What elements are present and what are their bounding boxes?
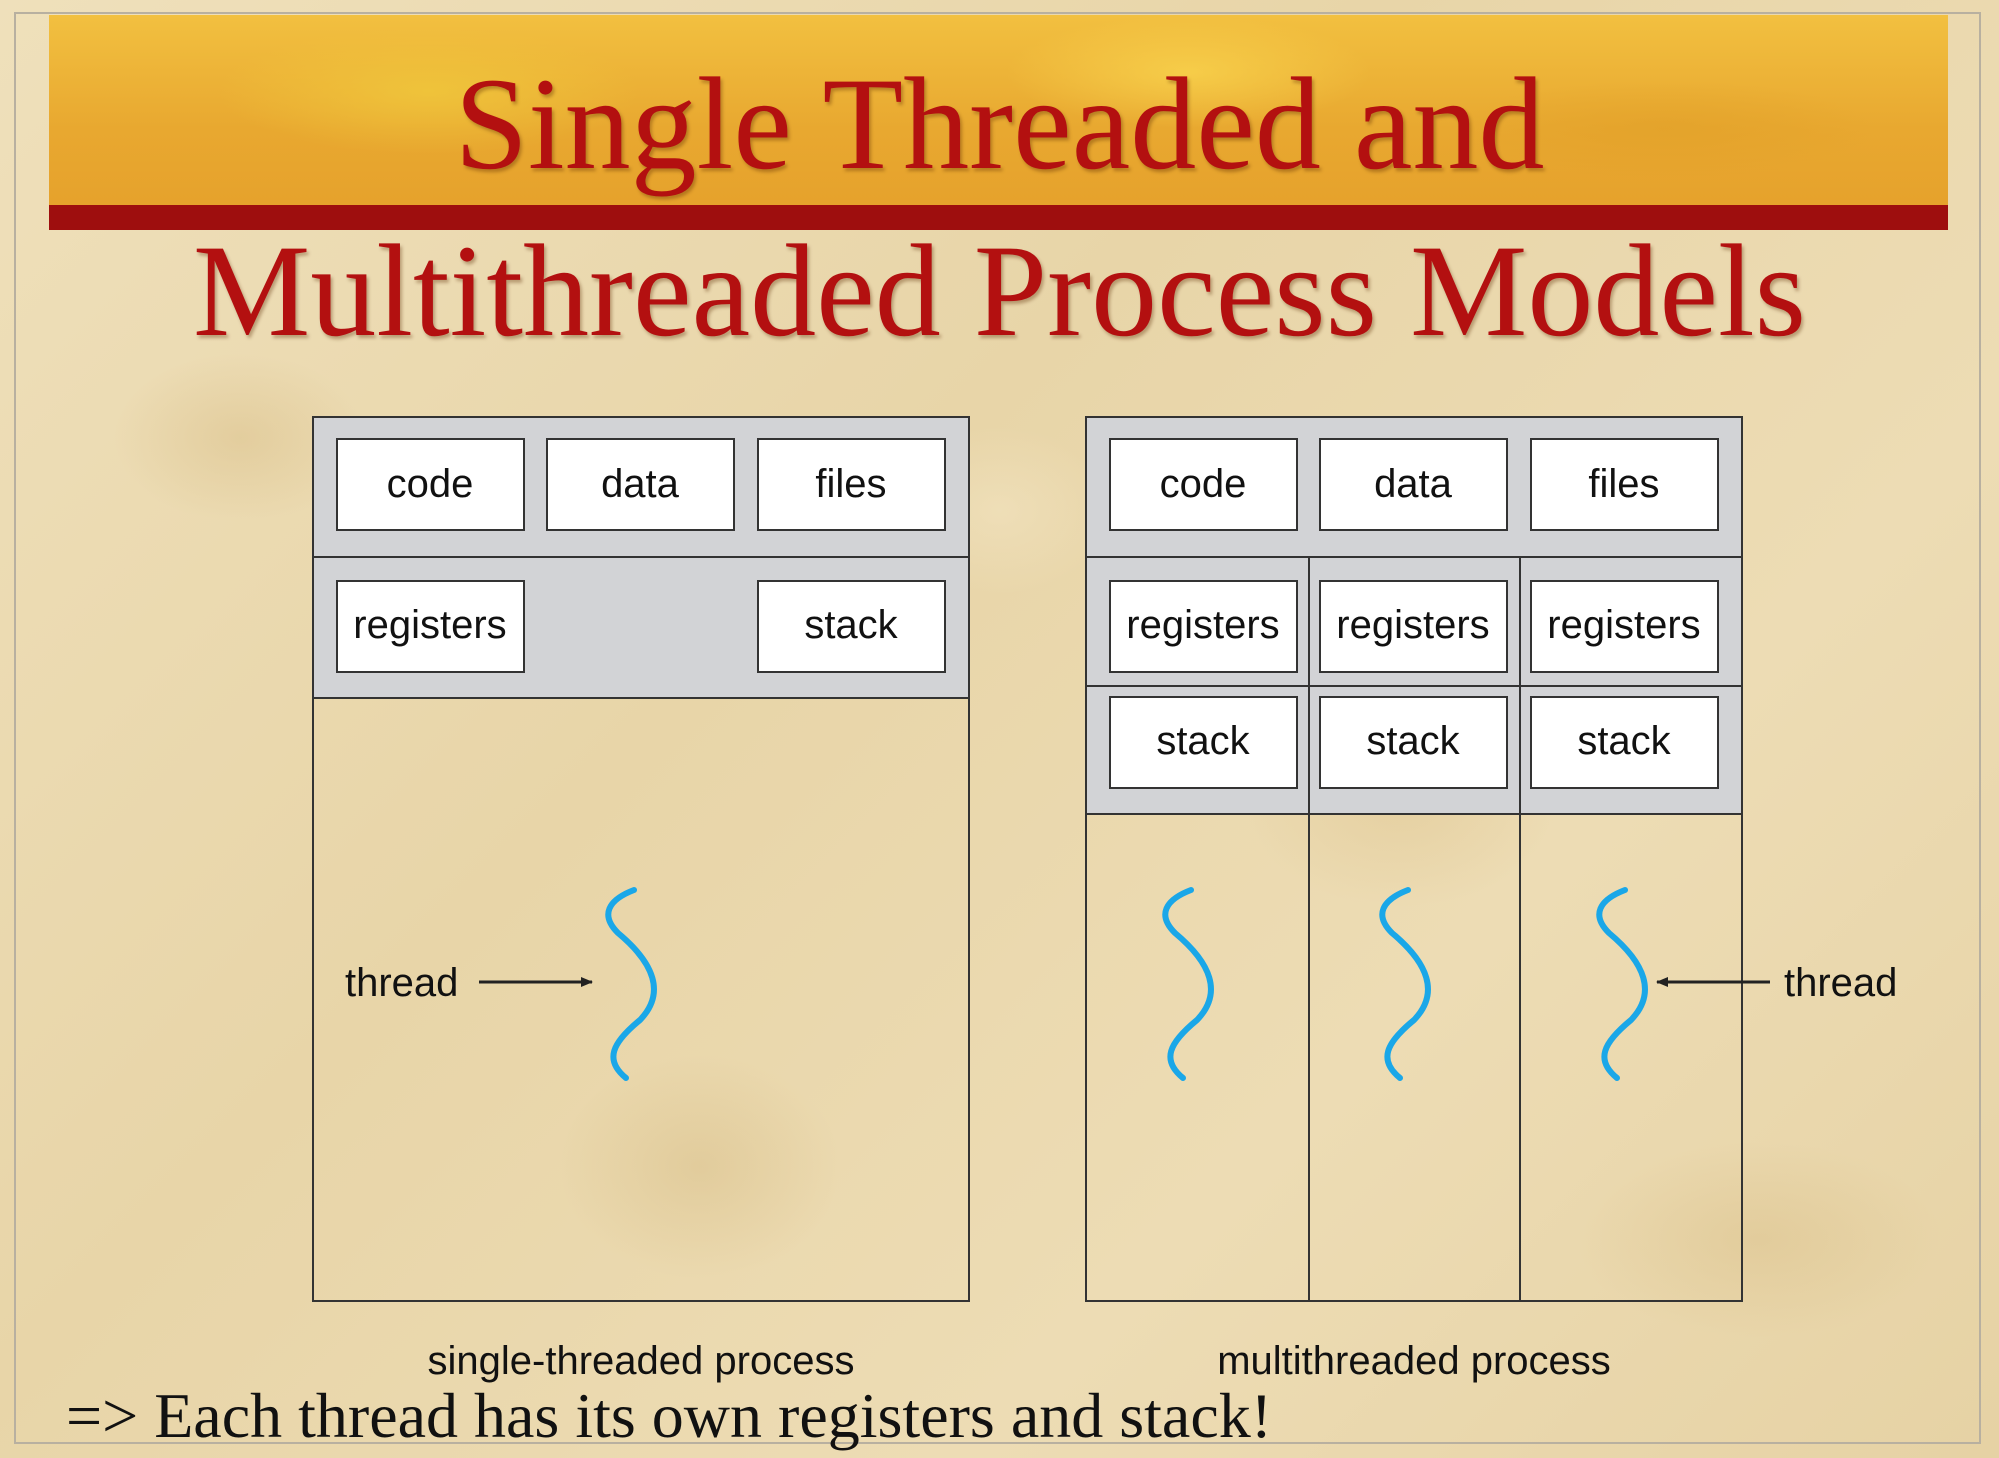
title-banner	[49, 15, 1948, 205]
single-data-label: data	[601, 462, 680, 506]
single-stack-label: stack	[804, 603, 898, 647]
single-code-label: code	[387, 462, 474, 506]
multi-thread-label: thread	[1784, 961, 1897, 1005]
multi-data-box	[1319, 438, 1508, 531]
multi-caption: multithreaded process	[1217, 1339, 1611, 1383]
multi-stack-label-2: stack	[1366, 719, 1460, 763]
single-threaded-process: code data files registers stack thread s…	[312, 416, 970, 1383]
multi-process-outline	[1085, 416, 1743, 1302]
multi-thread-icon-1	[1162, 887, 1214, 1081]
multi-registers-box-3	[1530, 580, 1719, 673]
multi-code-box	[1109, 438, 1298, 531]
multi-stack-box-3	[1530, 696, 1719, 789]
title-rule	[49, 205, 1948, 230]
multi-stack-box-2	[1319, 696, 1508, 789]
multi-registers-box-1	[1109, 580, 1298, 673]
slide-frame	[14, 12, 1981, 1444]
multi-thread-icon-2	[1379, 887, 1431, 1081]
single-registers-box	[336, 580, 525, 673]
multi-registers-box-2	[1319, 580, 1508, 673]
multi-registers-label-2: registers	[1336, 603, 1489, 647]
multi-code-label: code	[1160, 462, 1247, 506]
multi-files-label: files	[1588, 462, 1659, 506]
single-process-outline	[312, 416, 970, 1302]
footer-note: => Each thread has its own registers and…	[66, 1380, 1273, 1451]
single-thread-label: thread	[345, 961, 458, 1005]
single-code-box	[336, 438, 525, 531]
multi-thread-icon-3	[1596, 887, 1648, 1081]
single-stack-box	[757, 580, 946, 673]
multi-stack-label-1: stack	[1156, 719, 1250, 763]
single-registers-label: registers	[353, 603, 506, 647]
multi-stack-label-3: stack	[1577, 719, 1671, 763]
single-caption: single-threaded process	[428, 1339, 855, 1383]
multi-registers-label-1: registers	[1126, 603, 1279, 647]
slide-title-line-2: Multithreaded Process Models	[192, 217, 1807, 364]
multi-data-label: data	[1374, 462, 1453, 506]
slide-title-line-1: Single Threaded and	[454, 50, 1545, 197]
multi-registers-label-3: registers	[1547, 603, 1700, 647]
single-files-box	[757, 438, 946, 531]
multi-stack-box-1	[1109, 696, 1298, 789]
single-data-box	[546, 438, 735, 531]
single-files-label: files	[815, 462, 886, 506]
single-thread-icon	[605, 887, 657, 1081]
multithreaded-process: code data files registers registers regi…	[1085, 416, 1897, 1383]
multi-files-box	[1530, 438, 1719, 531]
